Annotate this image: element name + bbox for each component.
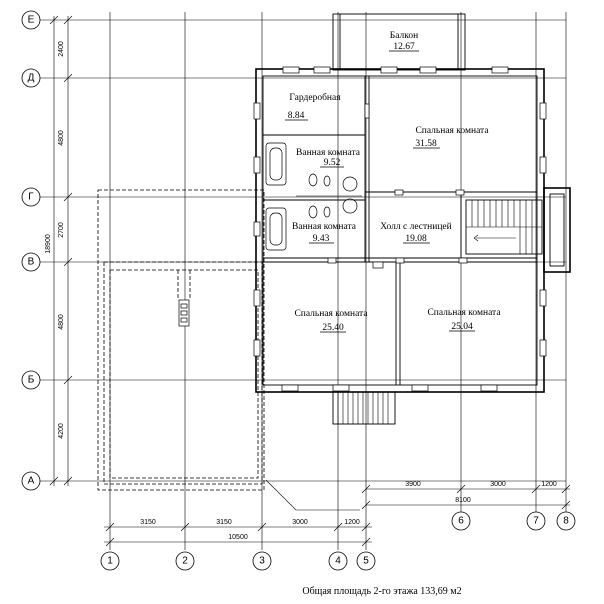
bottom-dimensions: 3150 3150 3000 1200 10500 3900 3000 1200…: [104, 481, 571, 547]
bathroom-fixtures: [265, 142, 362, 251]
dim-bottom-4: 1200: [344, 519, 360, 526]
dim-bottom-total: 10500: [228, 534, 248, 541]
axis-label-col-8: 8: [563, 516, 569, 527]
room-labels: Гардеробная 8.84 Спальная комната 31.58 …: [285, 92, 501, 333]
column-axis-bubbles: 1 2 3 4 5 6 7 8: [100, 511, 576, 571]
bath-2-area: 9.43: [313, 234, 330, 244]
dim-right-3: 1200: [541, 481, 557, 488]
left-dimensions: 2400 4800 2700 4800 4200 18900: [45, 15, 73, 486]
dim-left-3: 2700: [58, 222, 65, 238]
bedroom-right-name: Спальная комната: [427, 308, 501, 318]
dim-right-1: 3900: [405, 481, 421, 488]
sink-lower: [342, 198, 358, 214]
axis-label-row-5: Б: [28, 375, 35, 386]
bedroom-left-name: Спальная комната: [294, 309, 368, 319]
axis-label-col-6: 6: [458, 516, 464, 527]
axis-label-col-1: 1: [107, 556, 113, 567]
bedroom-main-name: Спальная комната: [415, 126, 489, 136]
dim-left-4: 4800: [58, 314, 65, 330]
axis-label-row-6: А: [28, 476, 35, 487]
dim-bottom-3: 3000: [292, 519, 308, 526]
dim-left-1: 2400: [58, 41, 65, 57]
balcony: Балкон 12.67: [332, 13, 466, 71]
floor-area-caption: Общая площадь 2-го этажа 133,69 м2: [302, 586, 461, 597]
toilet-upper: [308, 173, 318, 187]
axis-label-col-7: 7: [533, 516, 539, 527]
dim-left-2: 4800: [58, 130, 65, 146]
axis-label-col-4: 4: [335, 556, 341, 567]
hall-name: Холл с лестницей: [380, 221, 451, 232]
bath-2-name: Ванная комната: [292, 222, 357, 232]
wardrobe-area: 8.84: [288, 111, 305, 121]
dim-left-5: 4200: [58, 423, 65, 439]
sink-upper: [342, 176, 358, 192]
axis-label-row-3: Г: [28, 192, 34, 203]
entrance-porch: [332, 391, 396, 425]
axis-label-col-3: 3: [259, 556, 265, 567]
dim-right-total: 8100: [455, 497, 471, 504]
building-walls: [253, 66, 571, 393]
hall-area: 19.08: [405, 234, 427, 244]
bedroom-right-area: 25.04: [451, 322, 473, 332]
bath-1-name: Ванная комната: [296, 148, 361, 158]
wardrobe-name: Гардеробная: [289, 92, 341, 103]
dim-right-2: 3000: [490, 481, 506, 488]
bedroom-left-area: 25.40: [322, 323, 344, 333]
axis-label-row-2: Д: [28, 73, 35, 84]
axis-label-col-2: 2: [182, 556, 188, 567]
axis-label-row-1: Е: [28, 15, 35, 26]
bedroom-main-area: 31.58: [415, 139, 437, 149]
dim-bottom-1: 3150: [140, 519, 156, 526]
axis-label-row-4: В: [28, 257, 35, 268]
lower-floor-outline: [97, 189, 360, 511]
bath-1-area: 9.52: [324, 158, 341, 168]
row-axis-bubbles: Е Д Г В Б А: [21, 10, 41, 491]
staircase: [465, 199, 543, 255]
toilet-lower: [308, 205, 318, 219]
balcony-name: Балкон: [390, 31, 418, 41]
dim-bottom-2: 3150: [216, 519, 232, 526]
axis-label-col-5: 5: [363, 556, 369, 567]
balcony-area: 12.67: [393, 42, 415, 52]
dim-left-total: 18900: [45, 234, 52, 254]
